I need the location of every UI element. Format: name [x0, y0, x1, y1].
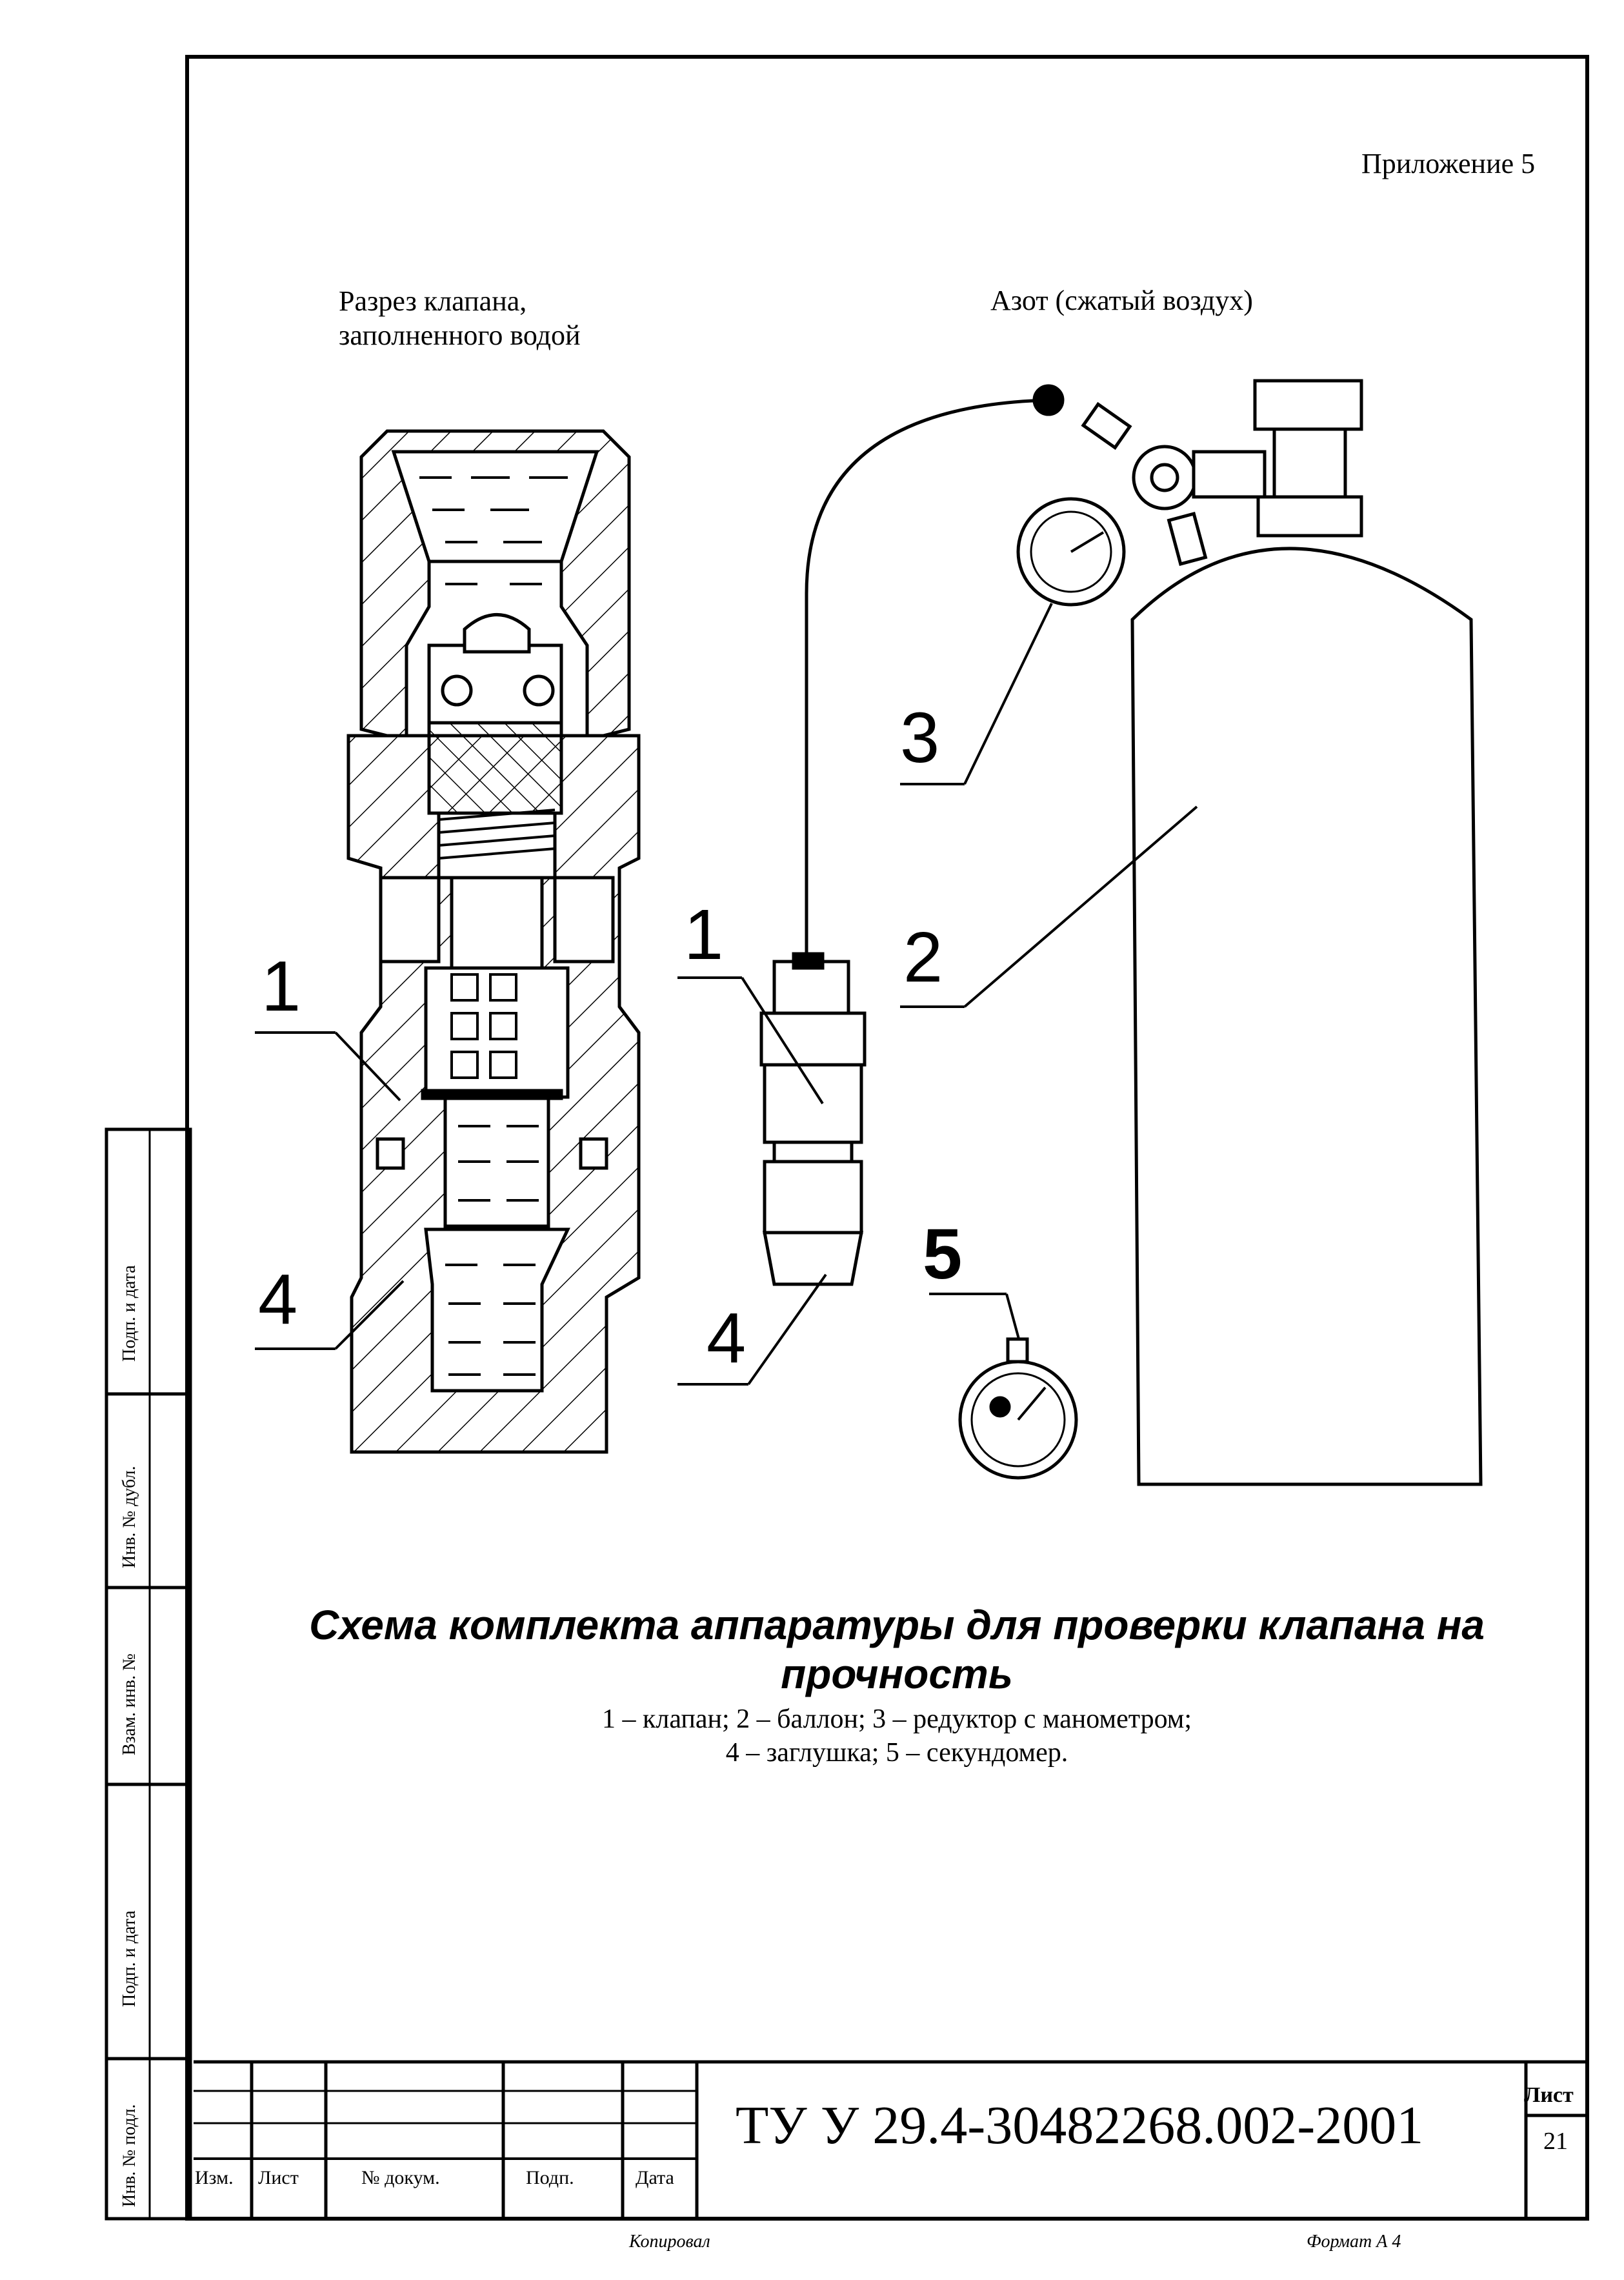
sheet-number: 21 — [1543, 2128, 1568, 2155]
appendix-label: Приложение 5 — [1361, 148, 1536, 179]
title-block — [194, 2060, 1587, 2219]
callout-4-plug: 4 — [707, 1298, 747, 1378]
legend-line-1: 1 – клапан; 2 – баллон; 3 – редуктор с м… — [601, 1704, 1192, 1734]
header-date: Дата — [636, 2167, 674, 2188]
side-stamp-orig-inv: Инв. № подл. — [119, 2104, 139, 2207]
cylinder — [1130, 379, 1483, 1486]
side-stamp — [105, 1127, 192, 2221]
header-signature: Подп. — [526, 2167, 574, 2188]
sheet-label: Лист — [1524, 2083, 1574, 2107]
side-stamp-sign-date-1: Подп. и дата — [119, 1265, 139, 1362]
header-sheet: Лист — [258, 2167, 299, 2188]
sheet-frame — [185, 55, 1589, 2221]
header-doc-number: № докум. — [361, 2167, 440, 2188]
callout-2-cylinder: 2 — [903, 918, 943, 997]
valve-cross-section — [346, 429, 641, 1454]
leader-lines-left — [255, 1031, 405, 1350]
section-label-line-1: Разрез клапана, — [339, 285, 527, 317]
callout-1-valve: 1 — [684, 895, 724, 974]
regulator — [1016, 384, 1267, 607]
side-stamp-replace-inv: Взам. инв. № — [119, 1653, 139, 1755]
document-code: ТУ У 29.4-30482268.002-2001 — [736, 2095, 1424, 2155]
side-stamp-sign-date-2: Подп. и дата — [119, 1910, 139, 2007]
format-label: Формат А 4 — [1307, 2232, 1401, 2252]
gas-label: Азот (сжатый воздух) — [990, 285, 1253, 316]
section-label-line-2: заполненного водой — [339, 319, 581, 351]
assembled-valve — [759, 952, 867, 1286]
stopwatch — [958, 1337, 1078, 1480]
callout-5-stopwatch: 5 — [923, 1215, 963, 1294]
callout-4-section: 4 — [258, 1260, 298, 1339]
callout-1-section: 1 — [261, 947, 301, 1026]
copied-label: Копировал — [629, 2232, 710, 2252]
side-stamp-dup-inv: Инв. № дубл. — [119, 1466, 139, 1568]
scheme-title: Схема комплекта аппаратуры для проверки … — [309, 1602, 1485, 1697]
legend-line-2: 4 – заглушка; 5 – секундомер. — [725, 1738, 1068, 1768]
callout-3-regulator: 3 — [900, 698, 940, 778]
leader-lines-middle — [677, 976, 827, 1386]
header-change: Изм. — [195, 2167, 234, 2188]
gas-hose — [805, 398, 1049, 958]
